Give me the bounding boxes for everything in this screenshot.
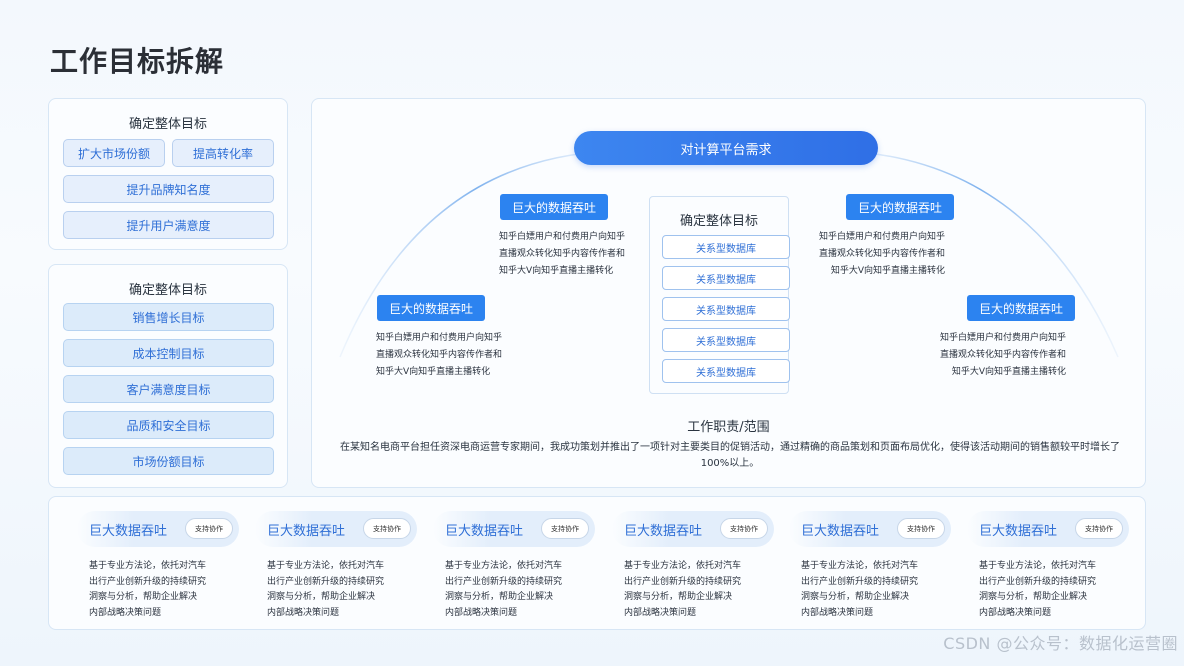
support-collab-badge[interactable]: 支持协作 bbox=[363, 518, 411, 539]
goal-chip-conversion[interactable]: 提高转化率 bbox=[172, 139, 274, 167]
card-description: 基于专业方法论，依托对汽车 出行产业创新升级的持续研究 洞察与分析，帮助企业解决… bbox=[801, 561, 919, 618]
throughput-card: 巨大数据吞吐 支持协作 基于专业方法论，依托对汽车 出行产业创新升级的持续研究 … bbox=[433, 511, 595, 623]
goal-item-customer-satisfaction[interactable]: 客户满意度目标 bbox=[63, 375, 274, 403]
tag-data-throughput-upper-right[interactable]: 巨大的数据吞吐 bbox=[846, 194, 955, 220]
goal-chip-brand[interactable]: 提升品牌知名度 bbox=[63, 175, 274, 203]
card-title: 巨大数据吞吐 bbox=[267, 524, 346, 539]
goal-box: 确定整体目标 关系型数据库 关系型数据库 关系型数据库 关系型数据库 关系型数据… bbox=[649, 196, 790, 394]
support-collab-badge[interactable]: 支持协作 bbox=[541, 518, 589, 539]
tag-data-throughput-lower-right[interactable]: 巨大的数据吞吐 bbox=[967, 295, 1076, 321]
tag-desc-lower-right: 知乎白嫖用户和付费用户向知乎 直播观众转化知乎内容传作者和 知乎大V向知乎直播主… bbox=[940, 333, 1067, 377]
tag-desc-upper-right: 知乎白嫖用户和付费用户向知乎 直播观众转化知乎内容传作者和 知乎大V向知乎直播主… bbox=[819, 232, 946, 276]
throughput-card: 巨大数据吞吐 支持协作 基于专业方法论，依托对汽车 出行产业创新升级的持续研究 … bbox=[77, 511, 239, 623]
tag-data-throughput-upper-left[interactable]: 巨大的数据吞吐 bbox=[500, 194, 609, 220]
relational-db-item[interactable]: 关系型数据库 bbox=[662, 328, 790, 352]
card-title: 巨大数据吞吐 bbox=[89, 524, 168, 539]
card-description: 基于专业方法论，依托对汽车 出行产业创新升级的持续研究 洞察与分析，帮助企业解决… bbox=[267, 561, 385, 618]
card-description: 基于专业方法论，依托对汽车 出行产业创新升级的持续研究 洞察与分析，帮助企业解决… bbox=[979, 561, 1097, 618]
relational-db-item[interactable]: 关系型数据库 bbox=[662, 359, 790, 383]
scope-text: 在某知名电商平台担任资深电商运营专家期间，我成功策划并推出了一项针对主要类目的促… bbox=[340, 442, 1120, 469]
goal-chip-market-share[interactable]: 扩大市场份额 bbox=[63, 139, 165, 167]
support-collab-badge[interactable]: 支持协作 bbox=[897, 518, 945, 539]
overall-goal-panel-a: 确定整体目标 扩大市场份额 提高转化率 提升品牌知名度 提升用户满意度 bbox=[48, 98, 288, 250]
panel-b-heading: 确定整体目标 bbox=[128, 283, 207, 298]
goal-item-market-share[interactable]: 市场份额目标 bbox=[63, 447, 274, 475]
goal-box-title: 确定整体目标 bbox=[679, 214, 758, 229]
arc-decoration bbox=[339, 150, 1119, 358]
throughput-card: 巨大数据吞吐 支持协作 基于专业方法论，依托对汽车 出行产业创新升级的持续研究 … bbox=[255, 511, 417, 623]
throughput-card: 巨大数据吞吐 支持协作 基于专业方法论，依托对汽车 出行产业创新升级的持续研究 … bbox=[789, 511, 951, 623]
overall-goal-panel-b: 确定整体目标 销售增长目标 成本控制目标 客户满意度目标 品质和安全目标 市场份… bbox=[48, 264, 288, 488]
watermark: CSDN @公众号：数据化运营圈 bbox=[943, 634, 1178, 653]
card-description: 基于专业方法论，依托对汽车 出行产业创新升级的持续研究 洞察与分析，帮助企业解决… bbox=[89, 561, 207, 618]
demand-pill[interactable]: 对计算平台需求 bbox=[574, 131, 878, 165]
goal-chip-satisfaction[interactable]: 提升用户满意度 bbox=[63, 211, 274, 239]
tag-desc-lower-left: 知乎白嫖用户和付费用户向知乎 直播观众转化知乎内容传作者和 知乎大V向知乎直播主… bbox=[376, 333, 503, 377]
goal-item-sales-growth[interactable]: 销售增长目标 bbox=[63, 303, 274, 331]
card-title: 巨大数据吞吐 bbox=[624, 524, 703, 539]
platform-demand-panel: 对计算平台需求 巨大的数据吞吐 知乎白嫖用户和付费用户向知乎 直播观众转化知乎内… bbox=[311, 98, 1146, 488]
card-title: 巨大数据吞吐 bbox=[445, 524, 524, 539]
card-title: 巨大数据吞吐 bbox=[979, 524, 1058, 539]
throughput-cards-panel: 巨大数据吞吐 支持协作 基于专业方法论，依托对汽车 出行产业创新升级的持续研究 … bbox=[48, 496, 1146, 630]
card-description: 基于专业方法论，依托对汽车 出行产业创新升级的持续研究 洞察与分析，帮助企业解决… bbox=[445, 561, 563, 618]
goal-item-cost-control[interactable]: 成本控制目标 bbox=[63, 339, 274, 367]
throughput-card: 巨大数据吞吐 支持协作 基于专业方法论，依托对汽车 出行产业创新升级的持续研究 … bbox=[612, 511, 774, 623]
relational-db-item[interactable]: 关系型数据库 bbox=[662, 235, 790, 259]
card-description: 基于专业方法论，依托对汽车 出行产业创新升级的持续研究 洞察与分析，帮助企业解决… bbox=[624, 561, 742, 618]
card-title: 巨大数据吞吐 bbox=[801, 524, 880, 539]
relational-db-item[interactable]: 关系型数据库 bbox=[662, 297, 790, 321]
scope-title: 工作职责/范围 bbox=[687, 420, 770, 435]
relational-db-item[interactable]: 关系型数据库 bbox=[662, 266, 790, 290]
panel-a-heading: 确定整体目标 bbox=[128, 117, 207, 132]
tag-data-throughput-lower-left[interactable]: 巨大的数据吞吐 bbox=[377, 295, 486, 321]
support-collab-badge[interactable]: 支持协作 bbox=[185, 518, 233, 539]
page-title: 工作目标拆解 bbox=[50, 45, 225, 78]
goal-item-quality-safety[interactable]: 品质和安全目标 bbox=[63, 411, 274, 439]
throughput-card: 巨大数据吞吐 支持协作 基于专业方法论，依托对汽车 出行产业创新升级的持续研究 … bbox=[967, 511, 1129, 623]
support-collab-badge[interactable]: 支持协作 bbox=[720, 518, 768, 539]
support-collab-badge[interactable]: 支持协作 bbox=[1075, 518, 1123, 539]
tag-desc-upper-left: 知乎白嫖用户和付费用户向知乎 直播观众转化知乎内容传作者和 知乎大V向知乎直播主… bbox=[499, 232, 626, 276]
